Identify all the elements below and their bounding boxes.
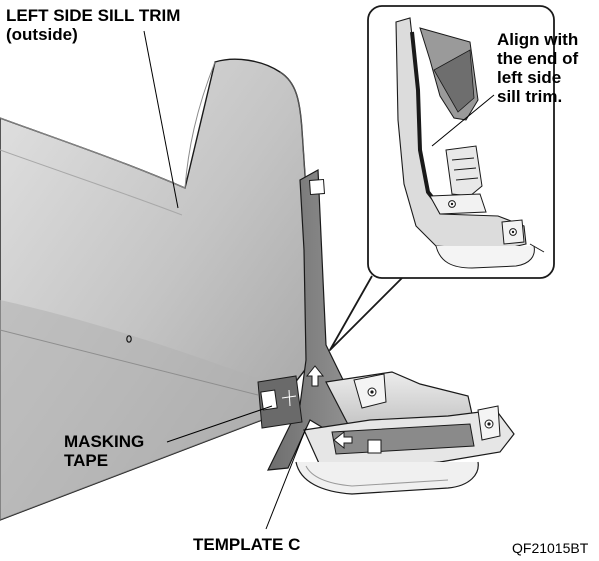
label-align-line3: left side — [497, 68, 562, 87]
template-marker-top — [308, 178, 326, 196]
template-marker-bottom — [367, 439, 382, 454]
arrow-up-icon — [305, 365, 325, 387]
label-template-c-text: TEMPLATE C — [193, 535, 301, 554]
mounting-hole — [126, 335, 132, 343]
label-template-c: TEMPLATE C — [193, 535, 300, 554]
sill-bracket — [295, 371, 515, 495]
label-align-line4: sill trim. — [497, 87, 563, 106]
leader-template-c — [265, 427, 307, 530]
arrow-left-icon — [333, 430, 353, 450]
figure-code: QF21015BT — [512, 540, 589, 556]
label-align: Align with the end of left side sill tri… — [497, 30, 578, 106]
leader-align — [431, 94, 495, 147]
sill-trim-body — [0, 58, 323, 521]
leader-masking-tape — [166, 405, 273, 443]
label-masking-line1: MASKING — [64, 432, 145, 451]
label-masking-line2: TAPE — [64, 451, 109, 470]
label-sill-trim: LEFT SIDE SILL TRIM (outside) — [6, 6, 180, 44]
label-sill-trim-line2: (outside) — [6, 25, 78, 44]
masking-tape — [257, 375, 303, 429]
leader-lines — [143, 30, 495, 530]
callout-pointer — [329, 274, 405, 351]
label-sill-trim-line1: LEFT SIDE SILL TRIM — [6, 6, 181, 25]
label-align-line2: the end of — [497, 49, 579, 68]
label-masking-tape: MASKING TAPE — [64, 432, 144, 470]
label-align-line1: Align with — [497, 30, 579, 49]
leader-sill-trim — [143, 30, 179, 209]
detail-callout — [367, 5, 555, 279]
